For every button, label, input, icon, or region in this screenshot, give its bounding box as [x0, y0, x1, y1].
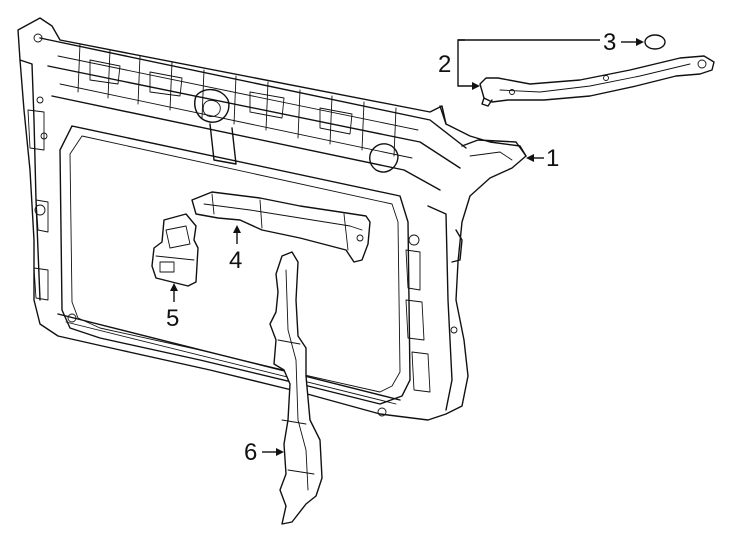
callout-1: 1	[526, 145, 559, 172]
callout-3-number: 3	[603, 29, 616, 56]
callout-4: 4	[229, 225, 242, 274]
tie-bar-brace-assembly	[479, 55, 715, 107]
plug	[644, 34, 666, 50]
callout-1-number: 1	[546, 145, 559, 172]
callout-4-number: 4	[229, 247, 242, 274]
center-support	[269, 251, 323, 525]
callout-2: 2	[438, 39, 600, 90]
side-bracket	[151, 213, 199, 287]
callout-5-number: 5	[166, 305, 179, 332]
callout-6-number: 6	[244, 439, 257, 466]
callout-5: 5	[166, 283, 179, 332]
callout-6: 6	[244, 439, 284, 466]
upper-bracket	[191, 191, 371, 263]
callout-3: 3	[603, 29, 644, 56]
callout-2-number: 2	[438, 51, 451, 78]
